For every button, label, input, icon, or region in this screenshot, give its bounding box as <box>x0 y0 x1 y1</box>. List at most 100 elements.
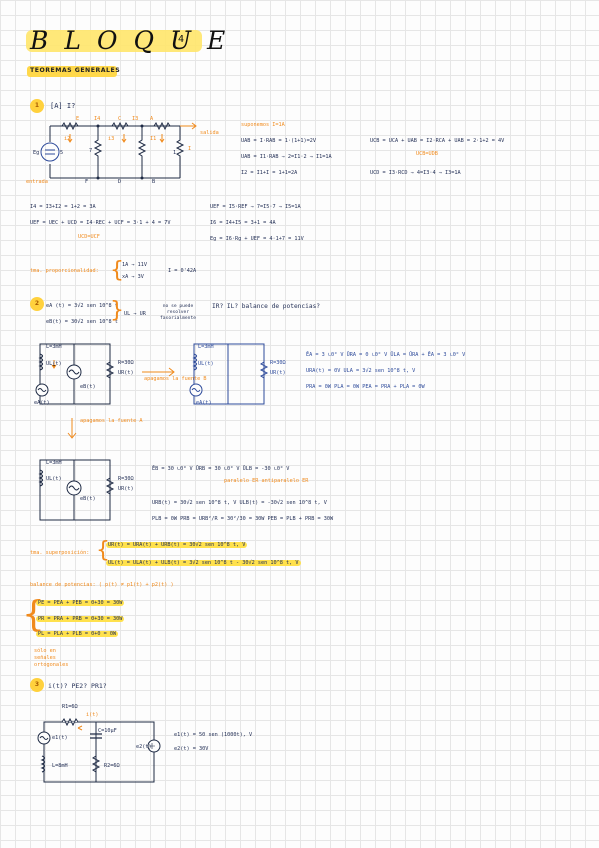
c3-e2-label: e2(t) <box>136 744 152 750</box>
apagamos-b-text: apagamos la fuente B <box>144 376 207 382</box>
c3-l-label: L=8mH <box>52 763 68 769</box>
node-a-label: A <box>150 116 154 122</box>
source-ea: eA (t) = 3√2 sen 10^8 t <box>46 303 118 309</box>
circuit-a-diagram <box>189 343 269 405</box>
phasor-b-4: PLB = 0W PRB = URB²/R = 30²/30 = 30W PEB… <box>152 516 334 522</box>
eq-mid-1: UAB = I·RAB = 1·(1+1)=2V <box>241 138 316 144</box>
balance-note: sólo en señales ortogonales <box>34 648 69 668</box>
eq-right2-2: I6 = I4+I5 = 3+1 = 4A <box>210 220 276 226</box>
a-ea-label: eA(t) <box>196 400 212 406</box>
eq-right-1: UCB = UCA + UAB = I2·RCA + UAB = 2·1+2 =… <box>370 138 505 144</box>
balance-pl: PL = PLA + PLB = 0+0 = 0W <box>36 631 119 638</box>
title-highlight <box>26 30 202 52</box>
suponemos-text: suponemos I=1A <box>241 122 285 128</box>
eq-right2-3: Eg = I6·Rg + UEF = 4·1+7 = 11V <box>210 236 304 242</box>
eq-right-3: UCD = I3·RCD → 4=I3·4 → I3=1A <box>370 170 461 176</box>
exercise-3-number: 3 <box>30 678 44 692</box>
eq-right-2: UCB=UDB <box>416 151 438 157</box>
resistor-7-label: 7 <box>89 148 93 154</box>
ladder-circuit-diagram <box>40 121 197 180</box>
full-ea-label: eA(t) <box>34 400 50 406</box>
prop-brace: { <box>110 258 124 283</box>
phasor-b-1: ĒB = 30 ∟0° V ŪRB = 30 ∟0° V ŪLB = -30 ∟… <box>152 466 290 472</box>
full-r-label: R=30Ω <box>118 360 134 366</box>
eq-right2-1: UEF = I5·REF → 7=I5·7 → I5=1A <box>210 204 301 210</box>
superposition-l-text: UL(t) = ULA(t) + ULB(t) = 3√2 sen 10^8 t… <box>106 560 301 566</box>
page-title: BLOQUE <box>30 26 242 55</box>
full-ur-label: UR(t) <box>118 370 134 376</box>
exercise-2-question: IR? IL? balance de potencias? <box>212 303 321 310</box>
eq-mid-3: I2 = I1+I = 1+1=2A <box>241 170 298 176</box>
eq-left2-3: UCD=UCF <box>78 234 100 240</box>
exercise-3-question: i(t)? PE2? PR1? <box>48 682 107 690</box>
title-number: 4 <box>178 34 185 45</box>
c3-i-label: i(t) <box>86 712 99 718</box>
phasor-a-1: ĒA = 3 ∟0° V ŪRA = 0 ∟0° V ŪLA = ŪRA + Ē… <box>306 352 466 358</box>
salida-label: salida <box>200 130 219 136</box>
a-inductor-label: L=3mH <box>198 344 214 350</box>
current-i2-label: i2 <box>64 136 71 142</box>
a-ul-label: UL(t) <box>198 361 214 367</box>
superposition-r-text: UR(t) = URA(t) + URB(t) = 30√2 sen 10^8 … <box>106 542 248 548</box>
arrow-to-a <box>142 367 175 377</box>
balance-pr: PR = PRA + PRB = 0+30 = 30W <box>36 616 125 623</box>
circuit-full-diagram <box>35 343 115 405</box>
resistor-1-label: 1 <box>173 150 177 156</box>
superposition-l: UL(t) = ULA(t) + ULB(t) = 3√2 sen 10^8 t… <box>106 560 301 567</box>
prop-bottom: xA → 3V <box>122 274 144 280</box>
node-b-label: B <box>152 179 156 185</box>
apagamos-a-text: apagamos la fuente A <box>80 418 143 424</box>
c3-r2-label: R2=6Ω <box>104 763 120 769</box>
entrada-label: entrada <box>26 179 48 185</box>
exercise-1-number: 1 <box>30 99 44 113</box>
resistor-5-label: 5 <box>60 150 64 156</box>
eq-left2-2: UEF = UEC + UCD = I4·REC + UCF = 3·1 + 4… <box>30 220 171 226</box>
node-d-label: D <box>118 179 122 185</box>
ul-ur-note: UL → UR <box>124 311 146 317</box>
source-eb: eB(t) = 30√2 sen 10^8 t <box>46 319 118 325</box>
current-i-label: I <box>188 146 192 152</box>
balance-label: balance de potencias: ( p(t) ≠ p1(t) + p… <box>30 582 174 588</box>
c3-e1-label: e1(t) <box>52 735 68 741</box>
current-i4-label: I4 <box>94 116 101 122</box>
prop-result: I = 0'42A <box>168 268 197 274</box>
source-eg-label: Eg <box>33 150 40 156</box>
phasor-b-2: paralelo ER antiparalelo ER <box>224 478 309 484</box>
phasor-a-2: URA(t) = 0V ULA = 3√2 sen 10^8 t, V <box>306 368 416 374</box>
balance-pe: PE = PEA + PEB = 0+30 = 30W <box>36 600 125 607</box>
c3-r1-label: R1=6Ω <box>62 704 78 710</box>
node-f-label: F <box>85 179 89 185</box>
current-i3-label: I3 <box>132 116 139 122</box>
superposition-r: UR(t) = URA(t) + URB(t) = 30√2 sen 10^8 … <box>106 542 248 549</box>
b-inductor-label: L=3mH <box>46 460 62 466</box>
b-eb-label: eB(t) <box>80 496 96 502</box>
balance-pr-text: PR = PRA + PRB = 0+30 = 30W <box>36 616 125 622</box>
current-i3b-label: i3 <box>108 136 115 142</box>
c3-data-e2: e2(t) = 30V <box>174 746 209 752</box>
subtitle-highlight <box>27 66 117 77</box>
full-eb-label: eB(t) <box>80 384 96 390</box>
balance-pl-text: PL = PLA + PLB = 0+0 = 0W <box>36 631 119 637</box>
c3-data-e1: e1(t) = 50 sen (1000t), V <box>174 732 253 738</box>
circuit-3-diagram <box>37 717 161 783</box>
proportional-label: tma. proporcionalidad: <box>30 268 99 274</box>
sources-brace: } <box>110 298 124 323</box>
page-subtitle: TEOREMAS GENERALES <box>30 67 121 74</box>
full-ul-label: UL(t) <box>46 361 62 367</box>
circuit-b-diagram <box>38 459 115 521</box>
phasor-b-3: URB(t) = 30√2 sen 10^8 t, V ULB(t) = -30… <box>152 500 327 506</box>
node-e-label: E <box>76 116 80 122</box>
no-resolve-note: no se puede resolver fasorialmente <box>160 304 196 321</box>
arrow-down <box>67 418 77 439</box>
a-r-label: R=30Ω <box>270 360 286 366</box>
eq-mid-2: UAB = I1·RAB → 2=I1·2 → I1=1A <box>241 154 332 160</box>
phasor-a-3: PRA = 0W PLA = 0W PEA = PRA + PLA = 0W <box>306 384 425 390</box>
eq-left2-1: I4 = I3+I2 = 1+2 = 3A <box>30 204 96 210</box>
b-r-label: R=30Ω <box>118 476 134 482</box>
exercise-2-number: 2 <box>30 297 44 311</box>
a-ur-label: UR(t) <box>270 370 286 376</box>
b-ur-label: UR(t) <box>118 486 134 492</box>
exercise-1-question: [A] I? <box>50 102 76 110</box>
full-inductor-label: L=3mH <box>46 344 62 350</box>
node-c-label: C <box>118 116 122 122</box>
